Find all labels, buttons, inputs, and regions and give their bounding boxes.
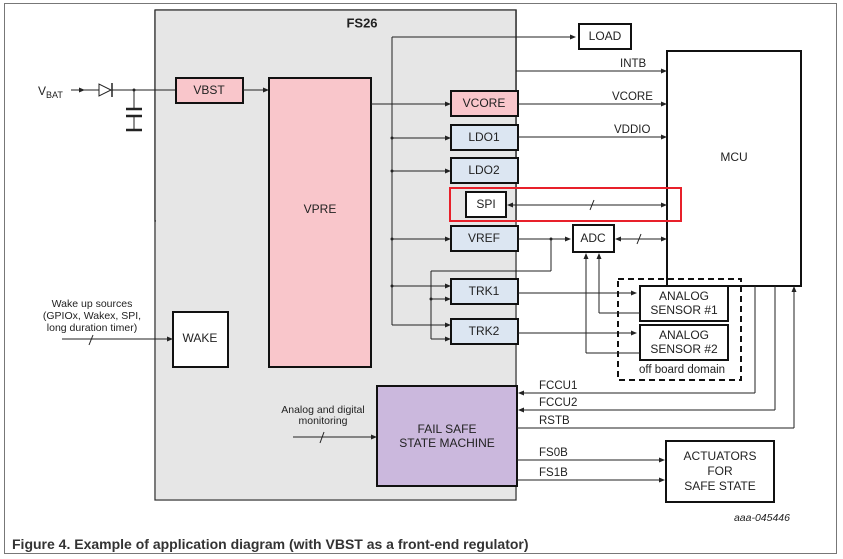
- diode-icon: [98, 83, 113, 97]
- fs26-title: FS26: [346, 15, 377, 30]
- spi-block: [465, 191, 507, 218]
- vbst-label: VBST: [193, 83, 225, 97]
- vbat-label: VBAT: [38, 84, 63, 100]
- figure-caption: Figure 4. Example of application diagram…: [12, 536, 529, 552]
- trk1-label: TRK1: [469, 284, 500, 298]
- spi-label: SPI: [476, 197, 495, 211]
- monitoring-note-2: monitoring: [298, 415, 347, 427]
- fs0b-signal-label: FS0B: [539, 447, 568, 459]
- vbst-block: [175, 77, 244, 104]
- analog-sensor-2: [639, 324, 729, 361]
- capacitor-icon: [126, 90, 142, 132]
- load-block: [578, 23, 632, 50]
- adc-block: [572, 224, 615, 253]
- wake-sources-note-1: Wake up sources: [52, 298, 133, 310]
- load-label: LOAD: [589, 29, 622, 43]
- mcu-block: [666, 50, 802, 287]
- figure-id: aaa-045446: [734, 512, 790, 524]
- sensor2-label-2: SENSOR #2: [650, 342, 718, 356]
- fs1b-signal-label: FS1B: [539, 467, 568, 479]
- actuators-label-3: SAFE STATE: [684, 479, 756, 493]
- vddio-signal-label: VDDIO: [614, 124, 650, 136]
- vpre-label: VPRE: [304, 202, 337, 216]
- wake-sources-note-3: long duration timer): [47, 322, 137, 334]
- sensor1-label-1: ANALOG: [659, 289, 709, 303]
- sensor2-label-1: ANALOG: [659, 328, 709, 342]
- analog-sensor-1: [639, 285, 729, 322]
- ldo2-block: [450, 157, 519, 184]
- intb-signal-label: INTB: [620, 58, 647, 70]
- actuators-block: [665, 440, 775, 503]
- trk2-label: TRK2: [469, 324, 500, 338]
- sensor1-label-2: SENSOR #1: [650, 303, 718, 317]
- vref-label: VREF: [468, 231, 500, 245]
- fail-safe-state-machine: [376, 385, 518, 487]
- trk2-block: [450, 318, 519, 345]
- rstb-signal-label: RSTB: [539, 415, 570, 427]
- ldo1-block: [450, 124, 519, 151]
- fail-safe-label-2: STATE MACHINE: [399, 436, 495, 450]
- vcore-label: VCORE: [463, 96, 506, 110]
- ldo1-label: LDO1: [468, 130, 500, 144]
- fs26-outline: [154, 10, 517, 501]
- vcore-signal-label: VCORE: [612, 91, 653, 103]
- off-board-domain: [617, 278, 742, 381]
- fccu2-signal-label: FCCU2: [539, 397, 577, 409]
- vref-block: [450, 225, 519, 252]
- adc-label: ADC: [580, 231, 606, 245]
- figure-frame: [4, 3, 837, 554]
- actuators-label-2: FOR: [707, 464, 733, 478]
- wake-sources-note-2: (GPIOx, Wakex, SPI,: [43, 310, 141, 322]
- off-board-label: off board domain: [639, 364, 725, 376]
- wake-label: WAKE: [183, 331, 218, 345]
- actuators-label-1: ACTUATORS: [684, 449, 757, 463]
- fail-safe-label-1: FAIL SAFE: [418, 422, 477, 436]
- monitoring-note-1: Analog and digital: [281, 404, 364, 416]
- wake-block: [172, 311, 229, 368]
- trk1-block: [450, 278, 519, 305]
- ldo2-label: LDO2: [468, 163, 500, 177]
- spi-highlight-box: [449, 187, 682, 222]
- vpre-block: [268, 77, 372, 368]
- mcu-label: MCU: [720, 150, 747, 164]
- fccu1-signal-label: FCCU1: [539, 380, 577, 392]
